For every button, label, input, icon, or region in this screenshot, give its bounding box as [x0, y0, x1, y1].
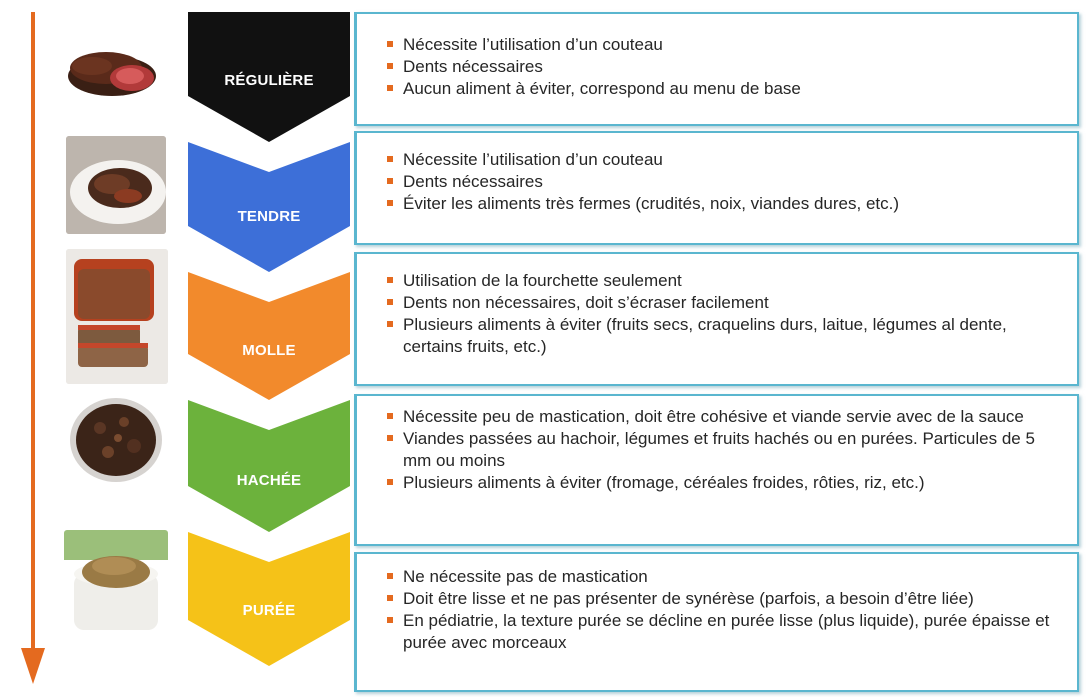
- list-item: Éviter les aliments très fermes (crudité…: [357, 193, 1077, 215]
- list-item: Nécessite l’utilisation d’un couteau: [357, 149, 1077, 171]
- chevron-fill: [188, 142, 350, 272]
- level-chevron-tendre: TENDRE: [186, 142, 352, 272]
- chevron-shape: [188, 272, 350, 400]
- level-chevron-reguliere: RÉGULIÈRE: [186, 12, 352, 142]
- braised-meat-photo: [66, 136, 166, 234]
- steak-photo: [62, 18, 168, 110]
- chevron-fill: [188, 272, 350, 400]
- description-box-molle: Utilisation de la fourchette seulement D…: [354, 252, 1079, 386]
- progression-arrow-shaft: [31, 12, 35, 657]
- puree-ramekin-photo: [64, 530, 168, 642]
- level-label: MOLLE: [242, 342, 296, 359]
- list-item: Dents non nécessaires, doit s’écraser fa…: [357, 292, 1077, 314]
- level-chevron-molle: MOLLE: [186, 272, 352, 400]
- ground-meat-photo: [64, 388, 168, 488]
- chevron-shape: [188, 12, 350, 142]
- list-item: Plusieurs aliments à éviter (fruits secs…: [357, 314, 1077, 358]
- list-item: Utilisation de la fourchette seulement: [357, 270, 1077, 292]
- list-item: Nécessite peu de mastication, doit être …: [357, 406, 1077, 428]
- requirements-list: Nécessite l’utilisation d’un couteau Den…: [357, 14, 1077, 100]
- level-label: HACHÉE: [236, 472, 302, 489]
- list-item: Plusieurs aliments à éviter (fromage, cé…: [357, 472, 1077, 494]
- requirements-list: Ne nécessite pas de mastication Doit êtr…: [357, 554, 1077, 654]
- list-item: Doit être lisse et ne pas présenter de s…: [357, 588, 1077, 610]
- list-item: Dents nécessaires: [357, 56, 1077, 78]
- description-box-puree: Ne nécessite pas de mastication Doit êtr…: [354, 552, 1079, 692]
- chevron-shape: [188, 142, 350, 272]
- level-label: RÉGULIÈRE: [224, 72, 314, 89]
- progression-arrow-head: [21, 648, 45, 684]
- description-box-tendre: Nécessite l’utilisation d’un couteau Den…: [354, 131, 1079, 245]
- chevron-fill: [188, 532, 350, 666]
- description-box-reguliere: Nécessite l’utilisation d’un couteau Den…: [354, 12, 1079, 126]
- requirements-list: Utilisation de la fourchette seulement D…: [357, 254, 1077, 358]
- list-item: Nécessite l’utilisation d’un couteau: [357, 34, 1077, 56]
- meatloaf-photo: [66, 249, 168, 384]
- list-item: En pédiatrie, la texture purée se déclin…: [357, 610, 1077, 654]
- chevron-fill: [188, 12, 350, 142]
- list-item: Dents nécessaires: [357, 171, 1077, 193]
- requirements-list: Nécessite peu de mastication, doit être …: [357, 396, 1077, 494]
- chevron-shape: [188, 532, 350, 666]
- level-label: PURÉE: [242, 602, 296, 619]
- list-item: Aucun aliment à éviter, correspond au me…: [357, 78, 1077, 100]
- level-chevron-puree: PURÉE: [186, 532, 352, 666]
- list-item: Viandes passées au hachoir, légumes et f…: [357, 428, 1077, 472]
- description-box-hachee: Nécessite peu de mastication, doit être …: [354, 394, 1079, 546]
- level-chevron-hachee: HACHÉE: [186, 400, 352, 532]
- level-label: TENDRE: [237, 208, 301, 225]
- chevron-shape: [188, 400, 350, 532]
- list-item: Ne nécessite pas de mastication: [357, 566, 1077, 588]
- requirements-list: Nécessite l’utilisation d’un couteau Den…: [357, 133, 1077, 215]
- chevron-fill: [188, 400, 350, 532]
